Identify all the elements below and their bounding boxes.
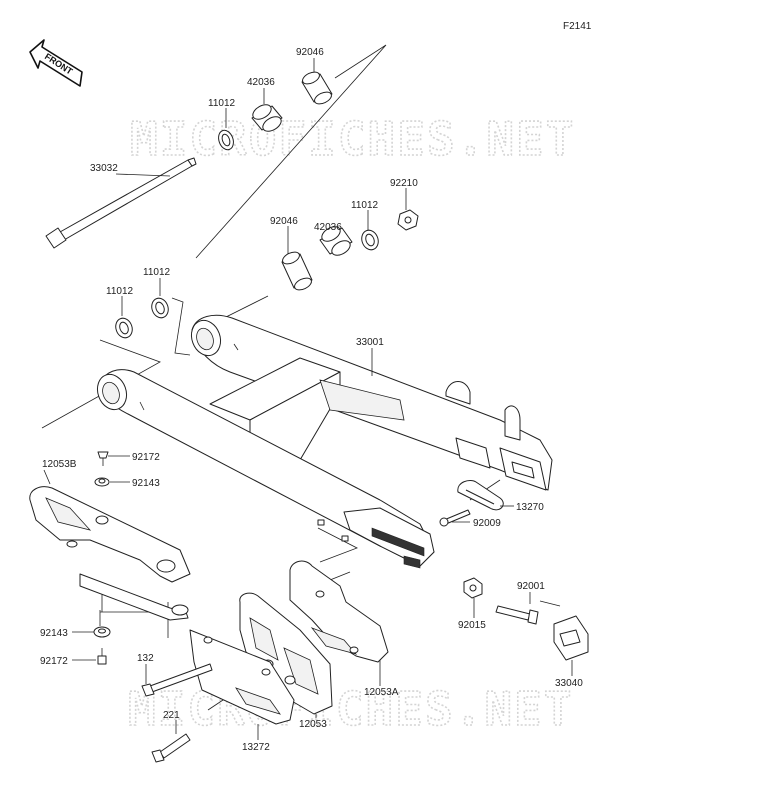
label-12053B: 12053B xyxy=(42,459,77,470)
leader-lines xyxy=(43,58,573,740)
screw-92172-top xyxy=(97,451,109,466)
label-13272: 13272 xyxy=(242,742,270,753)
watermark-top: MICROFICHES.NET xyxy=(130,112,575,166)
plate-13272 xyxy=(189,629,295,725)
swingarm-33001 xyxy=(96,314,553,569)
washer-92143-bot xyxy=(93,626,111,638)
bolt-92009 xyxy=(439,509,471,527)
chain-guide-12053B xyxy=(29,486,191,621)
label-42036-top: 42036 xyxy=(247,77,275,88)
label-92009: 92009 xyxy=(473,518,501,529)
bushing-42036-top xyxy=(251,104,283,132)
nut-92210 xyxy=(397,209,419,231)
label-92143-top: 92143 xyxy=(132,478,160,489)
label-132: 132 xyxy=(137,653,154,664)
label-12053A: 12053A xyxy=(364,687,399,698)
label-92210: 92210 xyxy=(390,178,418,189)
nut-92015 xyxy=(463,577,483,599)
label-33032: 33032 xyxy=(90,163,118,174)
label-33001: 33001 xyxy=(356,337,384,348)
label-13270: 13270 xyxy=(516,502,544,513)
block-33040 xyxy=(553,615,589,661)
watermark-bottom: MICROFICHES.NET xyxy=(128,682,573,736)
label-92001: 92001 xyxy=(517,581,545,592)
bushing-42036-mid xyxy=(319,226,353,256)
seal-11012-mid xyxy=(361,229,379,251)
seal-11012-left-b xyxy=(115,317,133,339)
label-92015: 92015 xyxy=(458,620,486,631)
figure-code: F2141 xyxy=(563,21,592,32)
front-arrow-icon: FRONT xyxy=(29,39,83,87)
collar-92046-top xyxy=(301,71,333,105)
label-221: 221 xyxy=(163,710,180,721)
screw-92172-bot xyxy=(97,648,107,665)
chain-adjuster-13270 xyxy=(457,479,504,511)
label-92172-top: 92172 xyxy=(132,452,160,463)
guide-plate-12053A xyxy=(289,560,389,663)
label-33040: 33040 xyxy=(555,678,583,689)
label-11012-left-a: 11012 xyxy=(143,267,171,278)
label-42036-mid: 42036 xyxy=(314,222,342,233)
seal-11012-left-a xyxy=(151,297,169,319)
part-labels: 92046 42036 11012 33032 92210 11012 4203… xyxy=(40,47,583,753)
label-12053: 12053 xyxy=(299,719,327,730)
bolt-92001 xyxy=(495,605,539,625)
seal-11012-top xyxy=(218,129,234,151)
collar-92046-mid xyxy=(281,251,313,291)
label-11012-left-b: 11012 xyxy=(106,286,134,297)
label-92143-bot: 92143 xyxy=(40,628,68,639)
label-92172-bot: 92172 xyxy=(40,656,68,667)
pivot-shaft-33032 xyxy=(45,157,197,249)
bolt-132 xyxy=(141,663,213,697)
washer-92143-top xyxy=(94,477,110,487)
label-92046-mid: 92046 xyxy=(270,216,298,227)
label-92046-top: 92046 xyxy=(296,47,324,58)
label-11012-mid: 11012 xyxy=(351,200,379,211)
label-11012-top: 11012 xyxy=(208,98,236,109)
bolt-221 xyxy=(151,733,191,763)
